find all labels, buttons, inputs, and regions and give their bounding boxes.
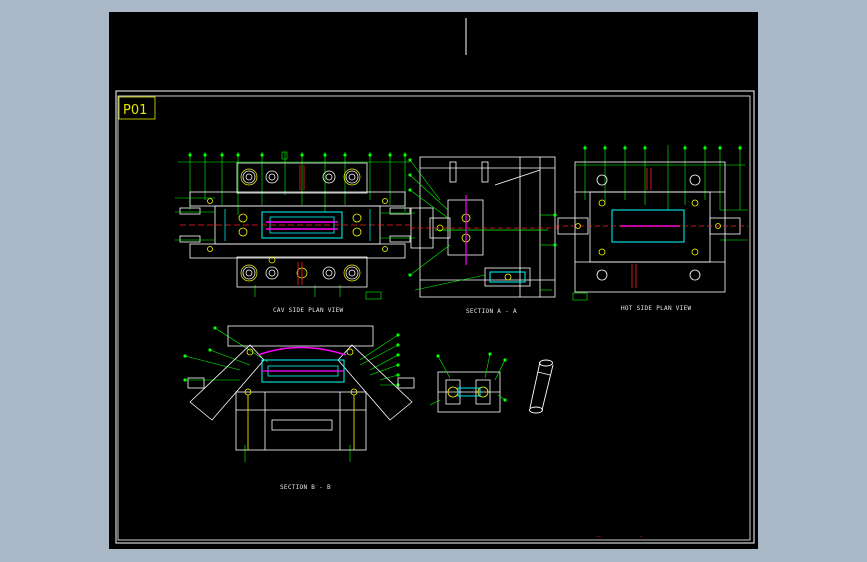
inner-border-frame [117,95,751,541]
outer-border-frame [115,90,755,544]
hot-side-view-title: HOT SIDE PLAN VIEW [621,305,692,312]
cav-side-plan-view: CAV SIDE PLAN VIEW [175,151,415,314]
drawing-canvas[interactable] [109,12,758,549]
revision-note-mark-2: — [640,534,643,539]
detail-view [429,352,554,414]
section-a-a-view: SECTION A - A [408,156,560,315]
section-b-b-title: SECTION B - B [280,484,331,491]
hot-side-plan-view: HOT SIDE PLAN VIEW [555,145,748,312]
revision-note-mark: —— [596,534,601,539]
section-b-b-view: SECTION B - B [183,325,415,491]
sheet-tag-text: P01 [123,103,147,118]
sheet-tag: P01 [118,96,156,120]
cav-side-view-title: CAV SIDE PLAN VIEW [273,307,344,314]
section-a-a-title: SECTION A - A [466,308,517,315]
